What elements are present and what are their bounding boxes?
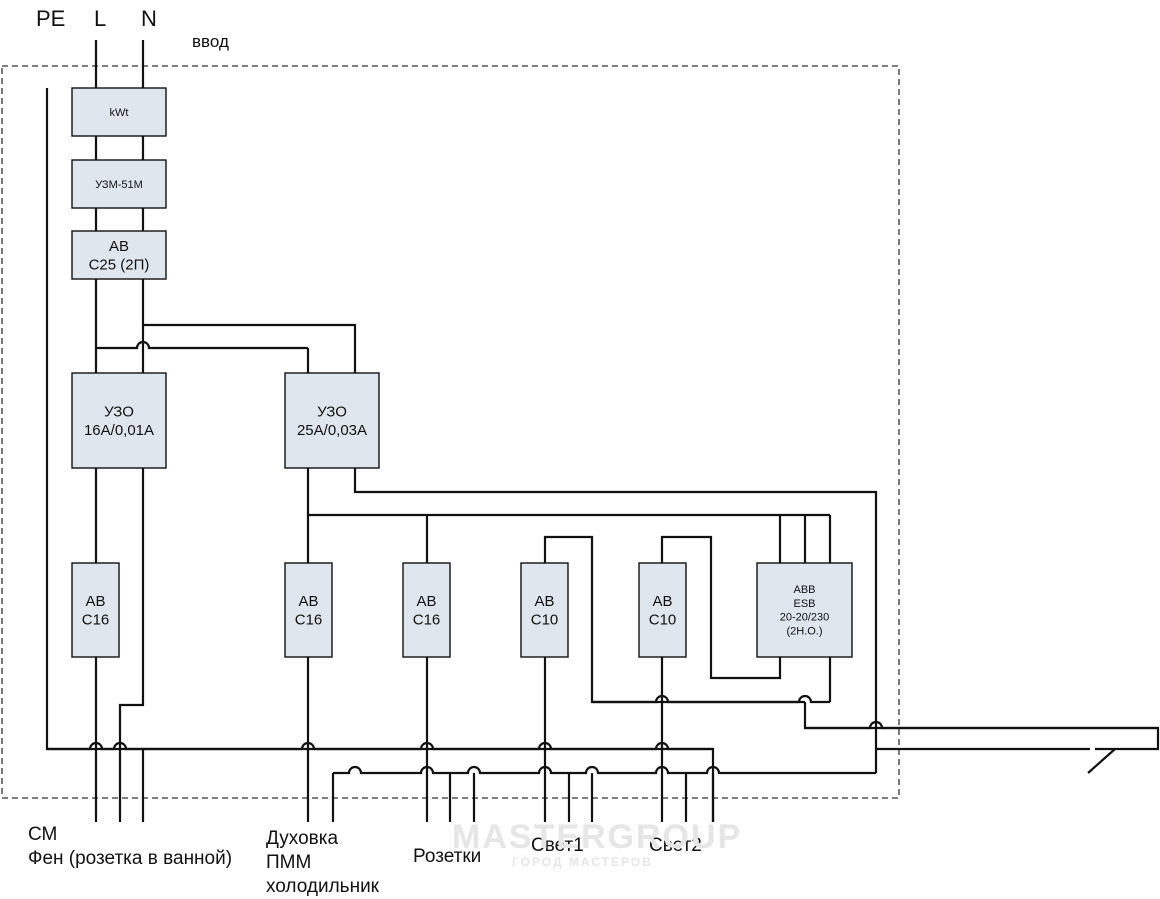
main-breaker-box-body [71, 230, 167, 280]
rcd1-box-body [71, 372, 167, 469]
breaker-light1-box-body [520, 562, 569, 658]
rcd2-box-text: 25А/0,03А [297, 422, 367, 439]
breaker-sockets-box-body [402, 562, 451, 658]
rcd1-box-text: УЗО [104, 403, 134, 420]
uzm-box: УЗМ-51М [71, 159, 167, 209]
light1-label: Свет1 [531, 835, 584, 856]
uzm-box-text: УЗМ-51М [95, 179, 143, 191]
rcd1-box: УЗО 16А/0,01А [71, 372, 167, 469]
breaker-cm-box: АВ С16 [71, 562, 120, 658]
light2-label: Свет2 [649, 835, 702, 856]
breaker-sockets-box: АВ С16 [402, 562, 451, 658]
breaker-sockets-box-text: С16 [413, 612, 441, 629]
main-breaker-box: АВ С25 (2П) [71, 230, 167, 280]
breaker-light2-box-body [638, 562, 687, 658]
rcd2-box-body [284, 372, 380, 469]
rcd1-n-out [118, 467, 145, 822]
contactor-out-hops [592, 694, 830, 704]
kwh-meter-box-text: kWt [110, 107, 129, 119]
hairdryer-label: Фен (розетка в ванной) [28, 848, 233, 869]
contactor-box: ABB ESB 20-20/230(2Н.О.) [756, 562, 853, 658]
n-bus-bottom [333, 765, 876, 775]
watermark: MASTERGROUP [452, 818, 743, 856]
oven-label: Духовка [266, 828, 339, 849]
switch-contact [1087, 748, 1116, 774]
contactor-box-text: (2Н.О.) [786, 625, 822, 637]
wires [45, 40, 1160, 822]
n-label: N [141, 6, 157, 31]
breaker-oven-box-body [284, 562, 333, 658]
breaker-oven-box-text: С16 [295, 612, 323, 629]
kwh-meter-box: kWt [71, 87, 167, 137]
breaker-light1-box-text: АВ [534, 593, 554, 610]
rcd2-box: УЗО 25А/0,03А [284, 372, 380, 469]
breaker-light2-box-text: АВ [652, 593, 672, 610]
dishwasher-label: ПММ [266, 852, 312, 873]
breaker-oven-box-text: АВ [298, 593, 318, 610]
main-breaker-box-text: С25 (2П) [89, 257, 150, 274]
breaker-cm-box-text: С16 [82, 612, 110, 629]
pe-bus-hops [47, 741, 713, 751]
breaker-cm-box-text: АВ [85, 593, 105, 610]
fridge-label: холодильник [266, 876, 379, 897]
rcd1-box-text: 16А/0,01А [84, 422, 154, 439]
rcd2-box-text: УЗО [317, 403, 347, 420]
input-title: ввод [192, 32, 229, 51]
breaker-light1-box-text: С10 [531, 612, 559, 629]
rcd2-l-feed [96, 340, 308, 350]
l-label: L [94, 6, 107, 31]
pe-label: PE [36, 6, 66, 31]
watermark-subtitle: ГОРОД МАСТЕРОВ [512, 855, 653, 869]
main-breaker-box-text: АВ [109, 238, 129, 255]
uzm-box-body [71, 159, 167, 209]
panel-enclosure [1, 65, 900, 799]
contactor-box-text: ABB [793, 584, 815, 596]
breaker-cm-box-body [71, 562, 120, 658]
rcd2-n-bus [353, 467, 878, 773]
control-top [805, 720, 1158, 730]
breaker-light1-box: АВ С10 [520, 562, 569, 658]
breaker-oven-box: АВ С16 [284, 562, 333, 658]
rcd2-n-feed [143, 323, 357, 375]
kwh-meter-box-body [71, 87, 167, 137]
breaker-light2-box: АВ С10 [638, 562, 687, 658]
cm-label: СМ [28, 824, 58, 845]
contactor-box-text: 20-20/230 [780, 612, 830, 624]
breaker-sockets-box-text: АВ [416, 593, 436, 610]
light2-loop [660, 535, 782, 680]
contactor-box-body [756, 562, 853, 658]
contactor-box-text: ESB [793, 598, 815, 610]
sockets-label: Розетки [413, 846, 482, 867]
breaker-light2-box-text: С10 [649, 612, 677, 629]
control-line [803, 702, 1160, 751]
